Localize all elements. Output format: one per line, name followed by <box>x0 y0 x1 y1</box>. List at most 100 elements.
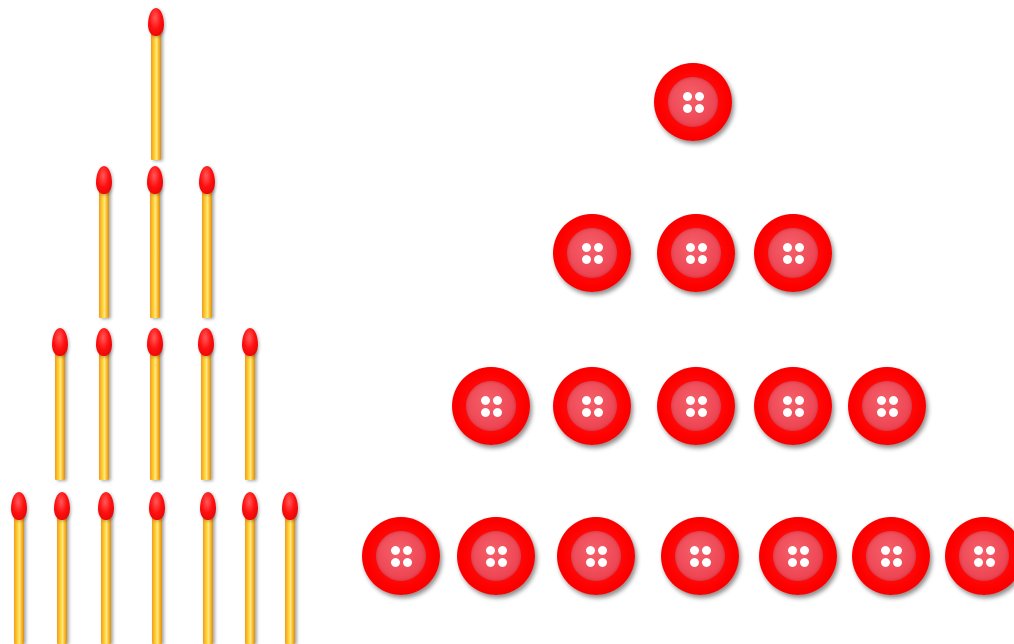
button-hole <box>795 396 804 405</box>
button-hole <box>788 558 797 567</box>
button-hole <box>594 255 603 264</box>
button-hole <box>594 243 603 252</box>
button-hole <box>594 408 603 417</box>
matchstick-head <box>11 492 27 520</box>
button-hole <box>586 558 595 567</box>
matchstick-wood <box>152 512 162 644</box>
matchstick-head <box>242 328 258 356</box>
button-center <box>567 381 617 431</box>
button-center <box>668 77 718 127</box>
matchstick-icon <box>9 492 29 644</box>
matchstick-wood <box>150 186 160 318</box>
matchstick-head <box>54 492 70 520</box>
matchstick-icon <box>145 166 165 318</box>
button-hole <box>683 92 692 101</box>
matchstick-head <box>198 328 214 356</box>
button-hole <box>486 546 495 555</box>
matchstick-wood <box>201 348 211 480</box>
button-hole <box>881 558 890 567</box>
matchstick-icon <box>198 492 218 644</box>
button-hole <box>493 396 502 405</box>
four-hole-button-icon <box>553 214 631 292</box>
button-center <box>567 228 617 278</box>
button-hole <box>498 558 507 567</box>
four-hole-button-icon <box>457 517 535 595</box>
matchstick-icon <box>145 328 165 480</box>
button-hole <box>698 255 707 264</box>
matchstick-head <box>96 328 112 356</box>
button-center <box>959 531 1009 581</box>
four-hole-button-icon <box>759 517 837 595</box>
button-center <box>675 531 725 581</box>
button-hole <box>893 546 902 555</box>
button-hole <box>695 104 704 113</box>
button-center <box>671 381 721 431</box>
button-hole <box>586 546 595 555</box>
matchstick-icon <box>197 166 217 318</box>
matchstick-wood <box>202 186 212 318</box>
button-hole <box>698 243 707 252</box>
matchstick-icon <box>94 166 114 318</box>
matchstick-wood <box>99 348 109 480</box>
button-hole <box>498 546 507 555</box>
button-hole <box>795 243 804 252</box>
four-hole-button-icon <box>852 517 930 595</box>
button-center <box>471 531 521 581</box>
matchstick-wood <box>245 348 255 480</box>
button-hole <box>783 255 792 264</box>
four-hole-button-icon <box>848 367 926 445</box>
matchstick-icon <box>94 328 114 480</box>
matchstick-wood <box>101 512 111 644</box>
button-hole <box>686 243 695 252</box>
button-hole <box>403 546 412 555</box>
matchstick-wood <box>55 348 65 480</box>
button-hole <box>986 558 995 567</box>
button-hole <box>889 408 898 417</box>
button-hole <box>598 558 607 567</box>
button-hole <box>881 546 890 555</box>
button-hole <box>481 408 490 417</box>
button-hole <box>889 396 898 405</box>
matchstick-icon <box>196 328 216 480</box>
button-hole <box>683 104 692 113</box>
four-hole-button-icon <box>362 517 440 595</box>
matchstick-head <box>148 8 164 36</box>
four-hole-button-icon <box>657 367 735 445</box>
four-hole-button-icon <box>557 517 635 595</box>
matchstick-wood <box>203 512 213 644</box>
matchstick-icon <box>240 492 260 644</box>
four-hole-button-icon <box>661 517 739 595</box>
matchstick-head <box>96 166 112 194</box>
button-hole <box>598 546 607 555</box>
button-hole <box>582 255 591 264</box>
matchstick-head <box>52 328 68 356</box>
button-hole <box>986 546 995 555</box>
button-center <box>671 228 721 278</box>
button-hole <box>783 408 792 417</box>
button-hole <box>698 396 707 405</box>
matchstick-icon <box>50 328 70 480</box>
button-hole <box>403 558 412 567</box>
matchstick-icon <box>52 492 72 644</box>
button-hole <box>800 558 809 567</box>
button-hole <box>481 396 490 405</box>
matchstick-wood <box>151 28 161 160</box>
matchstick-wood <box>285 512 295 644</box>
button-hole <box>594 396 603 405</box>
button-hole <box>582 396 591 405</box>
button-center <box>768 228 818 278</box>
four-hole-button-icon <box>754 367 832 445</box>
cropped-title <box>0 0 1014 6</box>
button-hole <box>486 558 495 567</box>
button-hole <box>974 558 983 567</box>
button-hole <box>974 546 983 555</box>
matchstick-wood <box>14 512 24 644</box>
button-hole <box>690 558 699 567</box>
button-hole <box>893 558 902 567</box>
matchstick-head <box>147 166 163 194</box>
matchstick-head <box>242 492 258 520</box>
button-hole <box>702 546 711 555</box>
button-hole <box>877 408 886 417</box>
button-hole <box>391 558 400 567</box>
